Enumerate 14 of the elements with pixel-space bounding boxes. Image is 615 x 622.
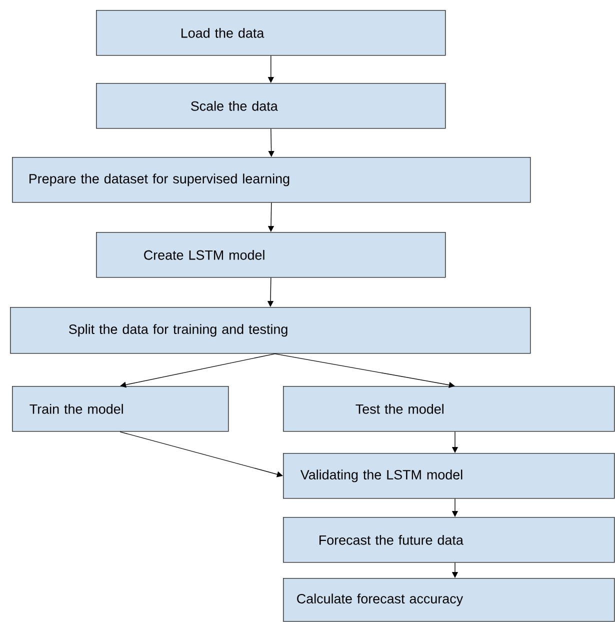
arrow <box>274 353 455 388</box>
process-box: Train the model <box>12 386 229 432</box>
process-box: Scale the data <box>96 83 446 129</box>
process-box: Validating the LSTM model <box>283 453 615 499</box>
process-box: Test the model <box>283 386 615 432</box>
arrow <box>268 128 274 157</box>
process-box: Create LSTM model <box>96 232 446 278</box>
arrow <box>120 353 276 388</box>
process-box: Calculate forecast accuracy <box>283 578 615 622</box>
process-box: Split the data for training and testing <box>10 307 531 354</box>
arrow <box>120 431 283 478</box>
process-box: Forecast the future data <box>283 517 615 563</box>
process-box: Prepare the dataset for supervised learning <box>12 157 531 203</box>
process-box: Load the data <box>96 10 446 56</box>
